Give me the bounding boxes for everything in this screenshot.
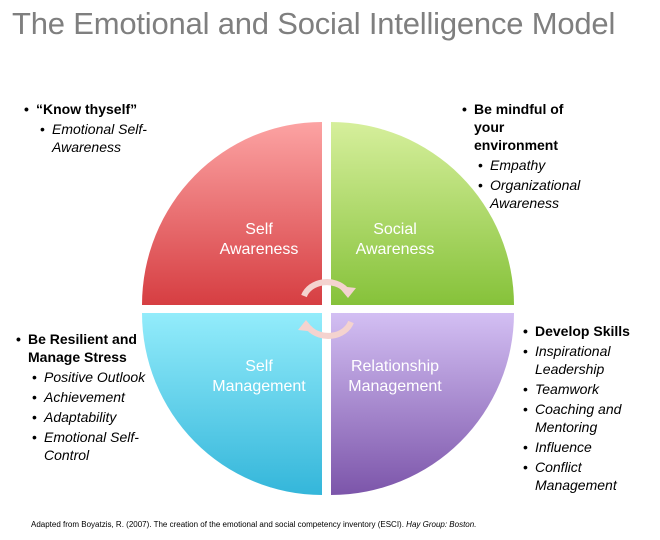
self-awareness-quadrant [142,122,322,305]
list-item: Teamwork [523,380,646,398]
relationship-management-quadrant [331,313,514,495]
list-item: Achievement [32,388,154,406]
list-item: Empathy [478,156,600,174]
label-line: Awareness [219,241,299,258]
list-item: Influence [523,438,646,456]
self-management-quadrant [142,313,322,495]
label-line: Management [348,378,442,395]
label-line: Management [212,378,306,395]
self-management-notes: Be Resilient and Manage Stress Positive … [14,330,154,466]
label-line: Self [245,358,273,375]
label-line: Relationship [350,358,440,375]
social-awareness-quadrant [331,122,514,305]
list-item: Conflict Management [523,458,646,494]
list-item: Inspirational Leadership [523,342,646,378]
list-item: Adaptability [32,408,154,426]
citation-source: Hay Group: Boston. [406,520,477,529]
list-item: Organizational Awareness [478,176,600,212]
relationship-management-notes: Develop Skills Inspirational Leadership … [521,322,646,496]
self-awareness-label: Self Awareness [189,220,329,260]
social-awareness-label: Social Awareness [325,220,465,260]
list-item: Emotional Self-Control [32,428,149,464]
list-item: Emotional Self-Awareness [40,120,162,156]
label-line: Awareness [355,241,435,258]
relationship-management-label: Relationship Management [325,357,465,397]
citation-text: Adapted from Boyatzis, R. (2007). The cr… [31,520,404,529]
label-line: Self [245,221,273,238]
list-item: Positive Outlook [32,368,154,386]
self-management-label: Self Management [189,357,329,397]
page-title: The Emotional and Social Intelligence Mo… [12,6,616,41]
notes-heading: Be mindful of your environment [460,100,564,154]
notes-heading: Be Resilient and Manage Stress [14,330,154,366]
citation: Adapted from Boyatzis, R. (2007). The cr… [31,520,476,529]
self-awareness-notes: “Know thyself” Emotional Self-Awareness [22,100,162,158]
label-line: Social [373,221,417,238]
list-item: Coaching and Mentoring [523,400,646,436]
notes-heading: “Know thyself” [22,100,162,118]
social-awareness-notes: Be mindful of your environment Empathy O… [460,100,600,214]
notes-heading: Develop Skills [521,322,646,340]
